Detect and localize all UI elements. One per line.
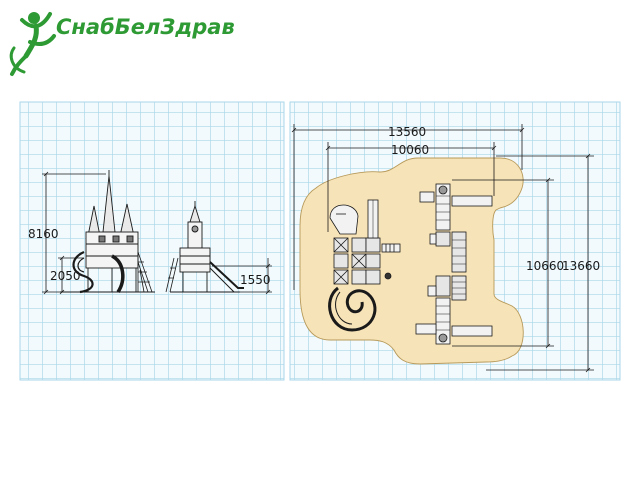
dimension-plan-depth-inner: 10660 — [526, 259, 564, 273]
dimension-side-platform-height: 2050 — [50, 269, 81, 283]
plan-equipment — [328, 183, 493, 345]
dimension-plan-width-inner: 10060 — [391, 143, 429, 157]
plan-dimensions — [291, 124, 594, 373]
brand-logo: СнабБелЗдрав — [9, 12, 235, 76]
side-elevation-castle — [60, 170, 155, 294]
brand-name: СнабБелЗдрав — [56, 15, 235, 39]
front-elevation-dimensions — [212, 258, 272, 295]
elevation-grid — [19, 101, 285, 381]
dimension-front-platform-height: 1550 — [240, 273, 271, 287]
side-elevation-dimensions — [42, 171, 106, 295]
leaping-figure-logo-icon — [9, 12, 56, 76]
front-elevation-tower — [165, 201, 244, 293]
dimension-plan-depth-outer: 13660 — [562, 259, 600, 273]
dimension-side-height-total: 8160 — [28, 227, 59, 241]
dimension-plan-width-outer: 13560 — [388, 125, 426, 139]
